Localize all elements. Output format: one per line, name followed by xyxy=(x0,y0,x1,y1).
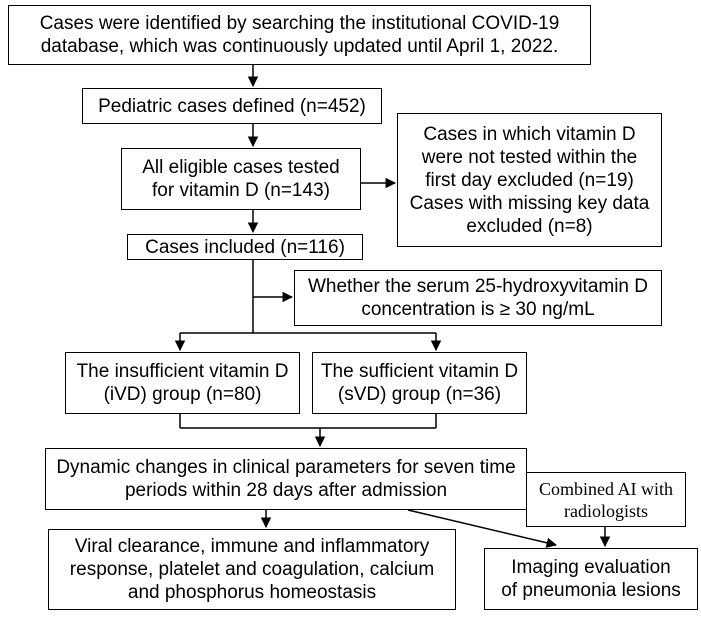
imaging-evaluation-box: Imaging evaluation of pneumonia lesions xyxy=(484,548,698,610)
eligible-cases-box: All eligible cases tested for vitamin D … xyxy=(121,148,361,210)
identification-box: Cases were identified by searching the i… xyxy=(8,5,591,65)
pediatric-cases-text: Pediatric cases defined (n=452) xyxy=(98,95,366,117)
viral-clearance-box: Viral clearance, immune and inflammatory… xyxy=(48,529,456,610)
ai-radiologists-box: Combined AI with radiologists xyxy=(526,472,686,527)
pediatric-cases-box: Pediatric cases defined (n=452) xyxy=(82,88,382,124)
eligible-cases-text: All eligible cases tested for vitamin D … xyxy=(142,157,340,201)
ivd-group-text: The insufficient vitamin D (iVD) group (… xyxy=(76,361,289,405)
dynamic-changes-text: Dynamic changes in clinical parameters f… xyxy=(56,457,516,501)
excluded-cases-box: Cases in which vitamin D were not tested… xyxy=(397,113,662,247)
dynamic-changes-box: Dynamic changes in clinical parameters f… xyxy=(45,448,527,510)
included-cases-text: Cases included (n=116) xyxy=(145,236,345,258)
imaging-evaluation-text: Imaging evaluation of pneumonia lesions xyxy=(501,557,681,601)
included-cases-box: Cases included (n=116) xyxy=(127,234,363,260)
identification-text: Cases were identified by searching the i… xyxy=(39,13,560,57)
excluded-cases-text: Cases in which vitamin D were not tested… xyxy=(409,123,650,237)
vitamin-d-criterion-box: Whether the serum 25-hydroxyvitamin D co… xyxy=(294,270,662,326)
viral-clearance-text: Viral clearance, immune and inflammatory… xyxy=(69,536,435,603)
ai-radiologists-text: Combined AI with radiologists xyxy=(539,478,673,521)
vitamin-d-criterion-text: Whether the serum 25-hydroxyvitamin D co… xyxy=(307,276,648,320)
ivd-group-box: The insufficient vitamin D (iVD) group (… xyxy=(65,352,300,414)
arrow-dynamic-to-imaging xyxy=(407,509,558,548)
svd-group-text: The sufficient vitamin D (sVD) group (n=… xyxy=(320,361,519,405)
svd-group-box: The sufficient vitamin D (sVD) group (n=… xyxy=(312,352,527,414)
